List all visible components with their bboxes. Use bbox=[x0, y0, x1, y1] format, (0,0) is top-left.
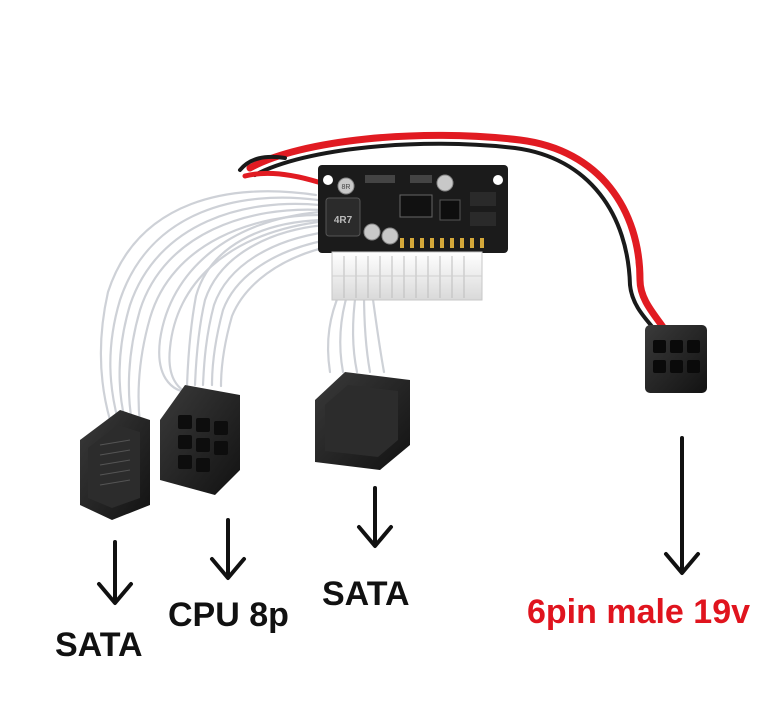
down-arrow-icon bbox=[664, 436, 700, 575]
cpu-8p-label: CPU 8p bbox=[168, 596, 289, 634]
cpu-8pin-connector bbox=[160, 385, 240, 495]
pcb-board: 4R7 8R bbox=[318, 165, 508, 253]
clear-cable-bundle bbox=[99, 190, 386, 426]
down-arrow-icon bbox=[97, 540, 133, 605]
sata-connector-middle bbox=[315, 372, 410, 470]
six-pin-label: 6pin male 19v bbox=[527, 593, 751, 631]
atx-24pin-connector bbox=[331, 251, 483, 301]
red-black-wire bbox=[238, 131, 669, 334]
down-arrow-icon bbox=[357, 486, 393, 548]
inductor-marking: 4R7 bbox=[334, 215, 353, 226]
down-arrow-icon bbox=[210, 518, 246, 580]
sata-connector-left bbox=[80, 410, 150, 520]
capacitor-marking: 8R bbox=[342, 184, 351, 191]
six-pin-connector bbox=[645, 325, 707, 393]
sata-left-label: SATA bbox=[55, 626, 143, 664]
sata-middle-label: SATA bbox=[322, 575, 410, 613]
